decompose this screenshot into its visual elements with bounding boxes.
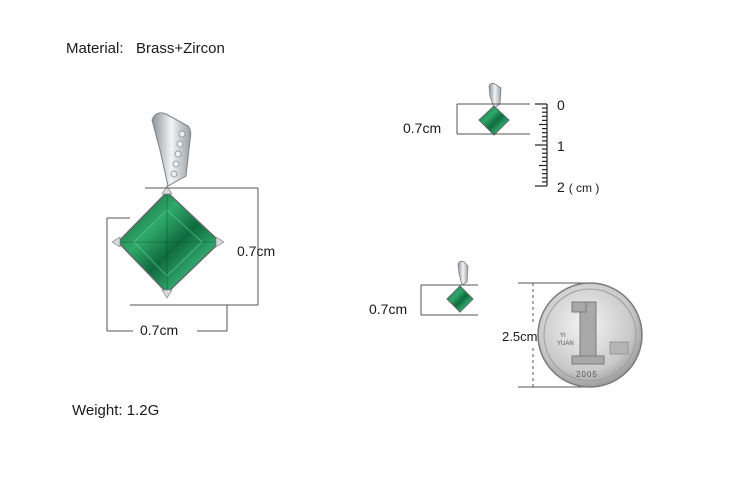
main-height-label: 0.7cm [237, 243, 276, 259]
ruler-tick-2: 2 ( cm ) [557, 179, 599, 195]
coin-pendant [446, 260, 474, 313]
coin-pendant-size-label: 0.7cm [369, 301, 408, 317]
coin-text-yuan: YUAN [557, 341, 574, 347]
ruler-unit: ( cm ) [568, 181, 600, 195]
material-spec: Material: Brass+Zircon [66, 40, 225, 57]
ruler-tick-2-value: 2 [557, 179, 565, 195]
ruler-tick-1: 1 [557, 138, 565, 154]
weight-value: 1.2G [126, 402, 160, 419]
emerald-stone [116, 190, 222, 295]
material-value: Brass+Zircon [136, 40, 225, 57]
weight-spec: Weight: 1.2G [72, 402, 159, 419]
coin-diameter-label: 2.5cm [502, 329, 538, 344]
main-pendant [111, 112, 225, 299]
coin-dimension-lines [420, 282, 588, 388]
coin-year: 2005 [576, 370, 598, 379]
material-label: Material: [66, 40, 124, 57]
ruler [535, 103, 548, 187]
weight-label: Weight: [72, 402, 123, 419]
ruler-tick-0: 0 [557, 97, 565, 113]
coin-icon [537, 282, 643, 388]
ruler-pendant [478, 82, 510, 136]
ruler-dimension-lines [456, 103, 530, 135]
coin-text-yi: YI [560, 333, 566, 339]
ruler-size-label: 0.7cm [403, 120, 442, 136]
main-width-label: 0.7cm [140, 322, 179, 338]
main-dimension-lines [106, 187, 259, 332]
